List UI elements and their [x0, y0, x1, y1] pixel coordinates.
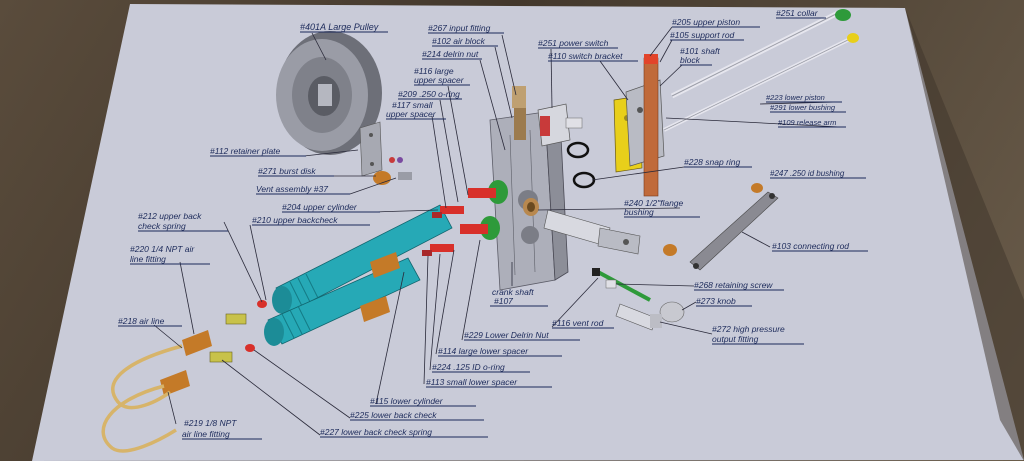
- label-116-large: #116 large: [414, 66, 454, 76]
- label-204: #204 upper cylinder: [282, 202, 358, 212]
- support-rods-part: [663, 9, 853, 132]
- label-229: #229 Lower Delrin Nut: [464, 330, 549, 340]
- label-107-num: #107: [494, 296, 513, 306]
- small-bushing-part: [663, 244, 677, 256]
- air-line-part: [101, 344, 183, 453]
- label-219-air-line-fitting: air line fitting: [182, 429, 230, 439]
- label-271: #271 burst disk: [258, 166, 316, 176]
- brass-fittings-part: [160, 252, 400, 396]
- label-110: #110 switch bracket: [548, 51, 623, 61]
- label-101: #101 shaft: [680, 46, 720, 56]
- label-267: #267 input fitting: [428, 23, 491, 33]
- connecting-rod-part: [689, 191, 779, 271]
- release-arm-part: [643, 54, 659, 197]
- label-273: #273 knob: [696, 296, 736, 306]
- flange-bushing-part: [523, 198, 539, 216]
- air-block-part: [489, 111, 569, 291]
- lower-bushing-part: [847, 33, 859, 43]
- label-223: #223 lower piston: [766, 93, 825, 102]
- label-251-switch: #251 power switch: [538, 38, 609, 48]
- label-107: crank shaft: [492, 287, 534, 297]
- label-220: #220 1/4 NPT air: [130, 244, 195, 254]
- input-fitting-part: [512, 86, 526, 140]
- lower-delrin-nut-part: [460, 216, 500, 240]
- collar-part: [835, 9, 851, 21]
- crank-shaft-part: [543, 209, 641, 255]
- labels: #401A Large Pulley #267 input fitting #1…: [118, 8, 868, 440]
- label-115: #115 lower cylinder: [370, 396, 444, 406]
- label-209: #209 .250 o-ring: [398, 89, 460, 99]
- label-240-bushing: bushing: [624, 207, 654, 217]
- label-117: #117 small: [392, 100, 434, 110]
- label-116-vent-rod: #116 vent rod: [552, 318, 604, 328]
- label-101-block: block: [680, 55, 701, 65]
- label-227: #227 lower back check spring: [320, 427, 432, 437]
- bushing-250-part: [751, 183, 763, 193]
- label-272: #272 high pressure: [712, 324, 785, 334]
- label-214: #214 delrin nut: [422, 49, 479, 59]
- knob-part: [659, 301, 685, 323]
- label-103: #103 connecting rod: [772, 241, 849, 251]
- lower-spacers-part: [422, 244, 454, 256]
- label-247: #247 .250 id bushing: [770, 169, 845, 178]
- label-113: #113 small lower spacer: [426, 377, 518, 387]
- label-105: #105 support rod: [670, 30, 735, 40]
- label-272-output-fitting: output fitting: [712, 334, 759, 344]
- paper-shadow: [905, 8, 1024, 461]
- upper-delrin-nut-part: [468, 180, 508, 204]
- label-210: #210 upper backcheck: [252, 215, 338, 225]
- label-117-upper-spacer: upper spacer: [386, 109, 437, 119]
- label-291: #291 lower bushing: [770, 103, 836, 112]
- label-220-line-fitting: line fitting: [130, 254, 166, 264]
- label-109: #109 release arm: [778, 118, 836, 127]
- label-225: #225 lower back check: [350, 410, 437, 420]
- label-212: #212 upper back: [138, 211, 202, 221]
- label-212-check-spring: check spring: [138, 221, 186, 231]
- vent-rod-part: [592, 268, 651, 302]
- large-pulley-part: [276, 31, 382, 155]
- label-37: Vent assembly #37: [256, 184, 328, 194]
- upper-cylinder-part: [272, 204, 453, 314]
- lower-cylinder-part: [264, 257, 421, 346]
- label-401a: #401A Large Pulley: [300, 22, 379, 32]
- retainer-plate-part: [359, 121, 383, 177]
- label-268: #268 retaining screw: [694, 280, 773, 290]
- label-219: #219 1/8 NPT: [184, 418, 237, 428]
- back-check-springs-part: [209, 300, 267, 363]
- label-116-upper-spacer: upper spacer: [414, 75, 465, 85]
- upper-spacers-part: [432, 206, 464, 218]
- power-switch-part: [537, 103, 583, 147]
- label-102: #102 air block: [432, 36, 486, 46]
- label-251-collar: #251 collar: [776, 8, 819, 18]
- label-112: #112 retainer plate: [210, 146, 281, 156]
- burst-disk-part: [389, 157, 403, 163]
- label-240: #240 1/2"flange: [624, 198, 684, 208]
- retaining-screw-part: [605, 279, 617, 289]
- label-114: #114 large lower spacer: [438, 346, 529, 356]
- label-218: #218 air line: [118, 316, 165, 326]
- label-228: #228 snap ring: [684, 157, 741, 167]
- output-fitting-part: [615, 303, 662, 331]
- label-205: #205 upper piston: [672, 17, 740, 27]
- leader-lines: [153, 26, 846, 436]
- label-224: #224 .125 ID o-ring: [432, 362, 505, 372]
